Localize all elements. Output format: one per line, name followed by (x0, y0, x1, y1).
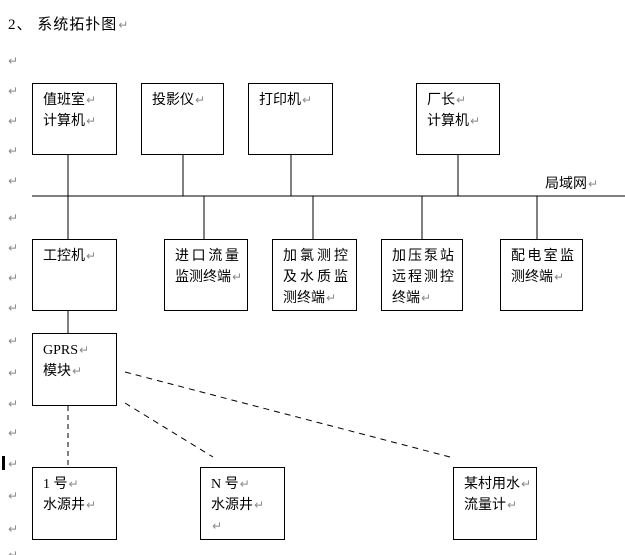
pilcrow-mark: ↵ (195, 93, 206, 107)
node-pump-station-terminal[interactable]: 加压泵站 远程测控 终端↵ (381, 239, 463, 311)
margin-pilcrow-mark: ↵ (8, 366, 19, 380)
pilcrow-mark: ↵ (212, 519, 223, 533)
margin-pilcrow-mark: ↵ (8, 457, 19, 471)
node-label: 计算机 (43, 114, 85, 129)
pilcrow-mark: ↵ (521, 477, 532, 491)
pilcrow-mark: ↵ (554, 270, 565, 284)
lan-label-text: 局域网 (545, 177, 587, 192)
margin-pilcrow-mark: ↵ (8, 241, 19, 255)
pilcrow-mark: ↵ (326, 291, 337, 305)
margin-pilcrow-mark: ↵ (8, 271, 19, 285)
pilcrow-mark: ↵ (421, 291, 432, 305)
node-label: 远程测控 (392, 270, 454, 285)
text-cursor (2, 456, 5, 470)
node-label: 测终端 (511, 270, 553, 285)
pilcrow-mark: ↵ (456, 93, 467, 107)
margin-pilcrow-mark: ↵ (8, 144, 19, 158)
node-village-flowmeter[interactable]: 某村用水↵ 流量计↵ (453, 467, 537, 540)
node-label: 流量计 (464, 498, 506, 513)
pilcrow-mark: ↵ (72, 364, 83, 378)
pilcrow-mark: ↵ (86, 93, 97, 107)
margin-pilcrow-mark: ↵ (8, 548, 19, 555)
pilcrow-mark: ↵ (470, 114, 481, 128)
margin-pilcrow-mark: ↵ (8, 397, 19, 411)
pilcrow-mark: ↵ (588, 177, 599, 191)
node-label: 计算机 (427, 114, 469, 129)
node-projector[interactable]: 投影仪↵ (141, 83, 224, 155)
node-label: 监测终端 (175, 270, 231, 285)
margin-pilcrow-mark: ↵ (8, 114, 19, 128)
margin-pilcrow-mark: ↵ (8, 211, 19, 225)
pilcrow-mark: ↵ (254, 498, 265, 512)
node-well-1[interactable]: 1 号↵ 水源井↵ (32, 467, 117, 540)
pilcrow-mark: ↵ (68, 477, 79, 491)
dashed-link-gprs-to-welln (124, 402, 214, 458)
node-inlet-flow-terminal[interactable]: 进口流量 监测终端↵ (164, 239, 248, 311)
node-duty-room-computer[interactable]: 值班室↵ 计算机↵ (32, 83, 117, 155)
node-well-n[interactable]: N 号↵ 水源井↵ ↵ (200, 467, 285, 540)
margin-pilcrow-mark: ↵ (8, 426, 19, 440)
pilcrow-mark: ↵ (86, 498, 97, 512)
section-heading: 2、 系统拓扑图↵ (8, 13, 129, 34)
node-industrial-pc[interactable]: 工控机↵ (32, 239, 117, 311)
pilcrow-mark: ↵ (507, 498, 518, 512)
node-label: 1 号 (43, 477, 68, 492)
node-label: 工控机 (43, 249, 85, 264)
node-label: 加氯测控 (283, 249, 348, 264)
node-label: 水源井 (211, 498, 253, 513)
margin-pilcrow-mark: ↵ (8, 522, 19, 536)
node-printer[interactable]: 打印机↵ (248, 83, 333, 155)
node-label: 加压泵站 (392, 249, 454, 264)
node-label: 及水质监 (283, 270, 348, 285)
node-label: 测终端 (283, 291, 325, 306)
node-label: 投影仪 (152, 93, 194, 108)
node-label: N 号 (211, 477, 239, 492)
node-power-room-terminal[interactable]: 配电室监 测终端↵ (500, 239, 583, 311)
margin-pilcrow-mark: ↵ (8, 301, 19, 315)
lan-label: 局域网↵ (545, 173, 598, 193)
pilcrow-mark: ↵ (86, 114, 97, 128)
heading-text: 2、 系统拓扑图 (8, 17, 118, 33)
margin-pilcrow-mark: ↵ (8, 334, 19, 348)
pilcrow-mark: ↵ (232, 270, 243, 284)
margin-pilcrow-mark: ↵ (8, 174, 19, 188)
node-label: GPRS (43, 343, 79, 358)
margin-pilcrow-mark: ↵ (8, 84, 19, 98)
node-label: 配电室监 (511, 249, 574, 264)
node-label: 终端 (392, 291, 420, 306)
node-label: 水源井 (43, 498, 85, 513)
node-label: 模块 (43, 364, 71, 379)
node-label: 某村用水 (464, 477, 520, 492)
dashed-link-gprs-to-flowmeter (124, 371, 451, 458)
pilcrow-mark: ↵ (79, 343, 90, 357)
margin-pilcrow-mark: ↵ (8, 489, 19, 503)
node-label: 厂长 (427, 93, 455, 108)
node-label: 进口流量 (175, 249, 239, 264)
pilcrow-mark: ↵ (302, 93, 313, 107)
pilcrow-mark: ↵ (118, 18, 130, 32)
pilcrow-mark: ↵ (86, 249, 97, 263)
node-director-computer[interactable]: 厂长↵ 计算机↵ (416, 83, 500, 155)
margin-pilcrow-mark: ↵ (8, 54, 19, 68)
node-chlorine-quality-terminal[interactable]: 加氯测控 及水质监 测终端↵ (272, 239, 357, 311)
node-label: 值班室 (43, 93, 85, 108)
node-label: 打印机 (259, 93, 301, 108)
node-gprs-module[interactable]: GPRS↵ 模块↵ (32, 333, 117, 406)
pilcrow-mark: ↵ (239, 477, 250, 491)
